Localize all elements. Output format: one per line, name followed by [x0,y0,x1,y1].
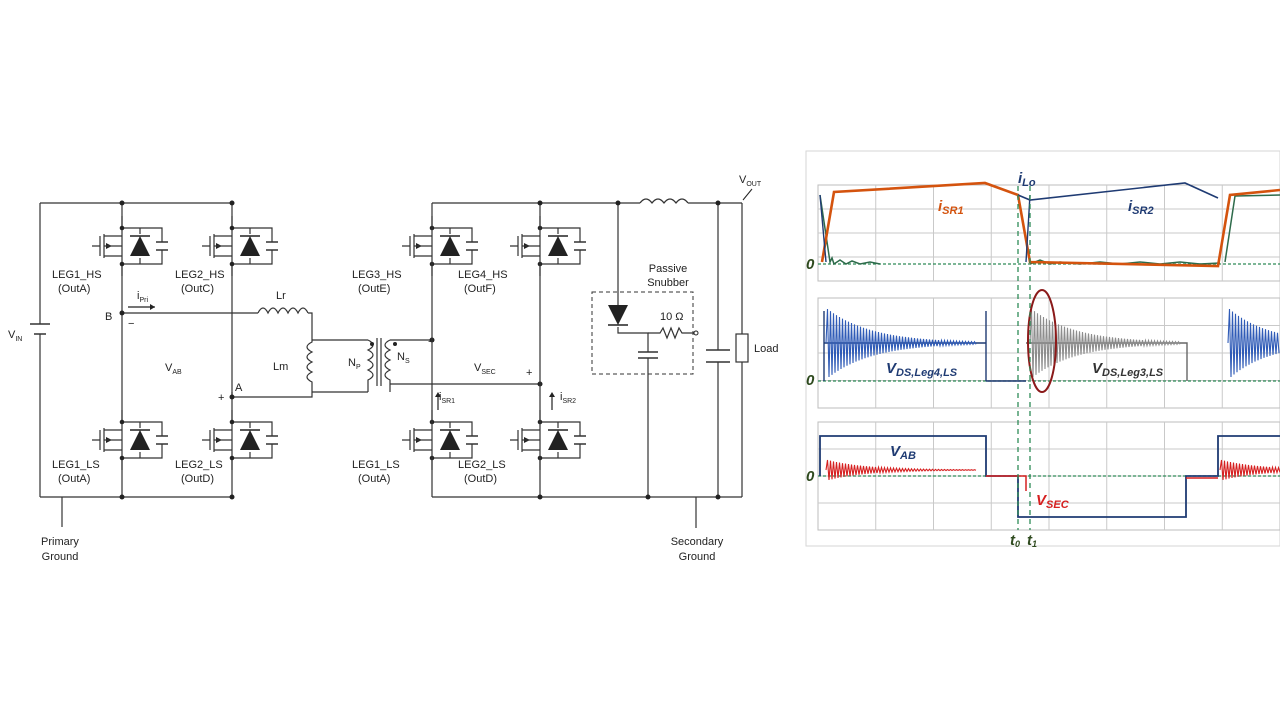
vout-label: VOUT [739,174,762,188]
secondary-winding [384,339,392,392]
mosfet-switch: LEG3_HS (OutE) [352,216,478,295]
switch-output-label: (OutA) [58,473,90,485]
secondary-ground-label-2: Ground [679,551,716,563]
mosfet-switch: LEG1_HS (OutA) [52,216,168,295]
node-a-label: A [235,382,243,394]
primary-winding [366,339,374,392]
vds4-wave-label: VDS,Leg4,LS [886,360,958,379]
lr-inductor [257,307,313,340]
snubber-label-1: Passive [649,263,688,275]
vsec-wave-label: VSEC [1036,492,1070,511]
snubber-resistor [648,326,696,340]
load-resistor [735,333,749,363]
vab-trace [819,435,1280,518]
vab-wave-label: VAB [890,443,916,462]
isr2-label: iSR2 [560,391,576,405]
snubber-diode [608,305,628,325]
switch-output-label: (OutA) [58,283,90,295]
switch-name-label: LEG1_HS [52,269,102,281]
switch-name-label: LEG1_LS [52,459,100,471]
ipri-label: iPri [137,290,148,304]
switch-name-label: LEG1_LS [352,459,400,471]
load-label: Load [754,343,778,355]
switch-name-label: LEG2_LS [458,459,506,471]
ns-label: NS [397,351,410,365]
mosfet-switch: LEG1_LS (OutA) [352,410,478,485]
lm-inductor [306,340,314,392]
t0-label: t0 [1010,532,1020,549]
lr-label: Lr [276,290,286,302]
output-capacitor [706,349,730,363]
switch-group: LEG1_HS(OutA)LEG2_HS(OutC)LEG1_LS(OutA)L… [52,216,586,485]
lm-label: Lm [273,361,288,373]
ringing-highlight [1027,289,1057,393]
isr1-trace [820,181,1280,268]
np-label: NP [348,357,361,371]
switch-name-label: LEG2_LS [175,459,223,471]
node-b-minus: − [128,318,134,330]
primary-ground-label-1: Primary [41,536,79,548]
t1-label: t1 [1027,532,1037,549]
switch-name-label: LEG3_HS [352,269,402,281]
time-markers [1017,186,1031,530]
snubber-label-2: Snubber [647,277,689,289]
mosfet-switch: LEG1_LS (OutA) [52,410,168,485]
node-b-label: B [105,311,112,323]
vab-label: VAB [165,362,182,376]
switch-output-label: (OutE) [358,283,390,295]
zero-label-1: 0 [806,256,815,273]
vsec-ringing [825,459,1280,481]
mosfet-switch: LEG2_LS (OutD) [458,410,586,485]
node-a-plus: + [218,392,224,404]
zero-label-3: 0 [806,468,815,485]
vds4-ringing [825,308,977,378]
waveform-panel: 0 0 0 iSR1 iSR2 iLo VDS,Leg4,LS VDS,Leg3… [805,150,1280,549]
switch-output-label: (OutD) [464,473,497,485]
isr2-wave-label: iSR2 [1128,198,1154,217]
mosfet-switch: LEG2_HS (OutC) [175,216,278,295]
isr1-label: iSR1 [439,391,455,405]
circuit-schematic: VIN LEG1_HS (OutA) LEG2_HS (OutC) LEG1_LS (Ou… [8,174,778,563]
isr2-trace [1017,182,1219,201]
ilo-wave-label: iLo [1018,170,1036,189]
isr1-wave-label: iSR1 [938,198,964,217]
snubber-capacitor [638,351,658,359]
vds4-ringing-2 [1227,308,1280,378]
resistor-label: 10 Ω [660,311,684,323]
switch-output-label: (OutC) [181,283,214,295]
output-inductor [639,198,742,204]
switch-name-label: LEG2_HS [175,269,225,281]
secondary-ground-label-1: Secondary [671,536,724,548]
zero-label-2: 0 [806,372,815,389]
switch-name-label: LEG4_HS [458,269,508,281]
vin-source [30,323,50,335]
vin-label: VIN [8,329,22,343]
switch-output-label: (OutD) [181,473,214,485]
primary-ground-label-2: Ground [42,551,79,563]
ns-plus: + [526,367,532,379]
switch-output-label: (OutA) [358,473,390,485]
vsec-label: VSEC [474,362,496,376]
mosfet-switch: LEG4_HS (OutF) [458,216,586,295]
switch-output-label: (OutF) [464,283,496,295]
vds3-wave-label: VDS,Leg3,LS [1092,360,1164,379]
mosfet-switch: LEG2_LS (OutD) [175,410,278,485]
